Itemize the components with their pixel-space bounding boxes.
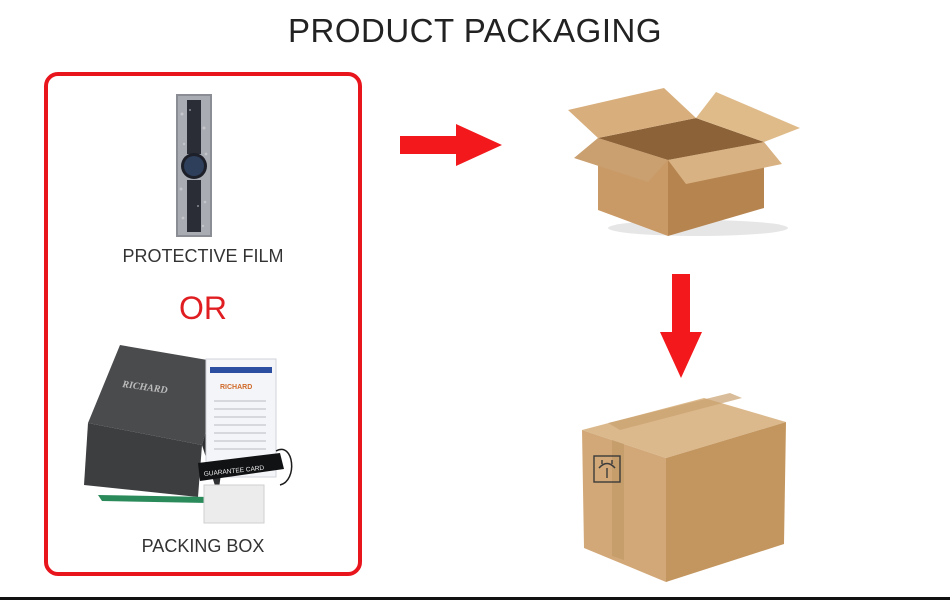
packaging-options-panel: [44, 72, 362, 576]
bottom-divider: [0, 597, 950, 600]
arrow-down-icon: [660, 274, 702, 378]
packing-box-image: RICHARD RICHARD GUARANTEE CARD: [84, 345, 293, 524]
open-carton-image: [568, 88, 800, 236]
or-label: OR: [179, 290, 227, 326]
protective-film-label: PROTECTIVE FILM: [122, 246, 284, 266]
packing-box-label: PACKING BOX: [141, 536, 265, 556]
sealed-carton-image: [582, 393, 786, 582]
page-title: PRODUCT PACKAGING: [288, 12, 662, 49]
card-brand-text: RICHARD: [220, 384, 252, 391]
arrow-right-icon: [400, 124, 502, 166]
watch-protective-film-image: [176, 94, 212, 237]
